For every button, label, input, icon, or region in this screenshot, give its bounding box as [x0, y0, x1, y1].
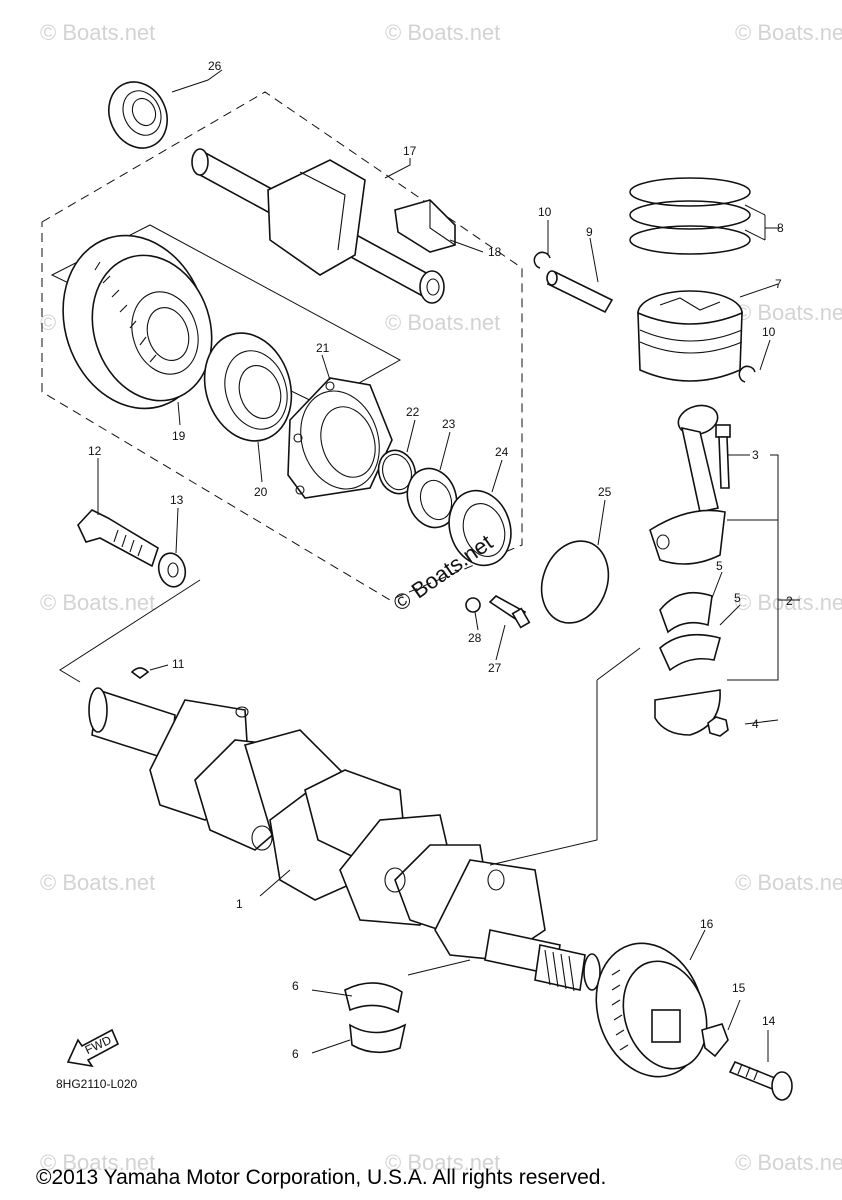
piston-rings-part-8 — [629, 177, 751, 255]
driven-gear-part-19 — [62, 234, 213, 410]
watermark: © Boats.net — [40, 870, 155, 895]
callout-22: 22 — [406, 405, 420, 419]
callout-26: 26 — [208, 59, 222, 73]
watermark: © Boats.net — [385, 20, 500, 45]
bolt-part-12 — [77, 509, 159, 568]
callout-4: 4 — [752, 717, 759, 731]
primary-drive-gear-part-16 — [595, 942, 708, 1078]
callout-7: 7 — [775, 277, 782, 291]
rod-cap — [654, 689, 721, 736]
center-watermark: © Boats.net — [389, 529, 498, 616]
callout-18: 18 — [488, 245, 502, 259]
callout-5: 5 — [716, 559, 723, 573]
watermark: © Boats.net — [40, 20, 155, 45]
callout-12: 12 — [88, 444, 102, 458]
callout-17: 17 — [403, 144, 417, 158]
bolt-part-27 — [488, 595, 531, 629]
callout-15: 15 — [732, 981, 746, 995]
o-ring-part-22 — [377, 449, 417, 495]
bearing-part-20 — [203, 332, 293, 442]
callout-8: 8 — [777, 221, 784, 235]
callout-19: 19 — [172, 429, 186, 443]
callout-6: 6 — [292, 1047, 299, 1061]
callout-11: 11 — [172, 657, 185, 671]
bearing-shell-part-5 — [659, 591, 721, 672]
callouts: 26 17 18 10 9 8 7 10 3 5 5 2 4 21 22 23 … — [88, 59, 793, 1061]
callout-16: 16 — [700, 917, 714, 931]
main-bearing-part-6 — [344, 982, 407, 1054]
watermark: © Boats.net — [385, 310, 500, 335]
callout-3: 3 — [752, 448, 759, 462]
piston-part-7 — [637, 290, 743, 382]
callout-1: 1 — [236, 897, 243, 911]
oil-seal-part-24 — [448, 489, 512, 567]
drawing-code: 8HG2110-L020 — [56, 1077, 137, 1091]
watermark: © Boats.net — [735, 300, 842, 325]
balancer-group-outline — [41, 91, 523, 601]
fwd-arrow: FWD — [66, 1028, 120, 1068]
callout-5: 5 — [734, 591, 741, 605]
watermark: © Boats.net — [40, 590, 155, 615]
callout-21: 21 — [316, 341, 330, 355]
watermark: © Boats.net — [735, 20, 842, 45]
copyright-notice: ©2013 Yamaha Motor Corporation, U.S.A. A… — [36, 1166, 607, 1189]
callout-2: 2 — [786, 594, 793, 608]
bolt-part-14 — [728, 1060, 793, 1101]
watermark: © Boats.net — [735, 590, 842, 615]
watermark: © Boats.net — [40, 1150, 155, 1175]
callout-14: 14 — [762, 1014, 776, 1028]
callout-20: 20 — [254, 485, 268, 499]
collar-part-23 — [406, 467, 458, 529]
washer-part-13 — [157, 552, 187, 588]
lock-washer-part-15 — [701, 1023, 729, 1058]
nut-part-4 — [707, 716, 729, 737]
callout-23: 23 — [442, 417, 456, 431]
watermark: © Boats.net — [385, 1150, 500, 1175]
callout-10: 10 — [538, 205, 552, 219]
crankshaft-part-1 — [88, 687, 601, 992]
callout-24: 24 — [495, 445, 509, 459]
callout-25: 25 — [598, 485, 612, 499]
callout-28: 28 — [468, 631, 482, 645]
balancer-weight-part-18 — [394, 199, 456, 253]
leader-lines — [59, 69, 800, 1062]
o-ring-inner — [382, 453, 412, 491]
callout-10: 10 — [762, 325, 776, 339]
bearing-part-26 — [108, 81, 168, 149]
o-ring-part-25 — [540, 540, 610, 624]
watermark: © Boats.net — [735, 870, 842, 895]
key-part-11 — [130, 667, 150, 679]
watermark: © Boats.net — [735, 1150, 842, 1175]
rod-bolt-part-3 — [715, 424, 731, 489]
circlip-part-10 — [738, 365, 756, 383]
circlip-part-10 — [533, 251, 551, 269]
bearing-housing-part-21 — [287, 377, 393, 499]
connecting-rod-part-2 — [649, 404, 726, 565]
balancer-shaft-part-17 — [191, 148, 445, 304]
callout-27: 27 — [488, 661, 502, 675]
washer-part-28 — [465, 597, 481, 613]
callout-6: 6 — [292, 979, 299, 993]
callout-13: 13 — [170, 493, 184, 507]
callout-9: 9 — [586, 225, 593, 239]
piston-pin-part-9 — [546, 270, 614, 314]
watermark-layer: © Boats.net © Boats.net © Boats.net © Bo… — [40, 20, 842, 1175]
